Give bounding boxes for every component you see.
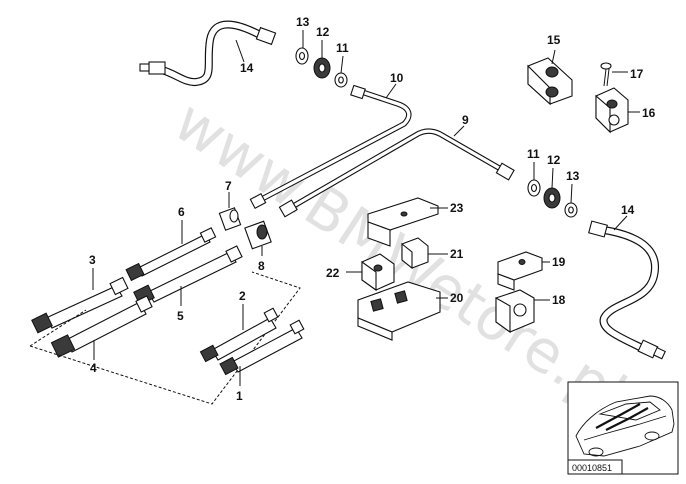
part-22-grommet: [361, 253, 395, 292]
part-13-washer-right: [564, 202, 578, 218]
part-20-holder: [357, 281, 441, 341]
part-9-pipe: [278, 128, 515, 218]
callout-19: 19: [552, 255, 566, 269]
callout-11-right: 11: [527, 147, 540, 161]
callout-10: 10: [390, 71, 404, 85]
part-7-nipple: [218, 207, 242, 231]
callout-8: 8: [258, 259, 265, 273]
part-11-washer-top: [334, 72, 348, 88]
part-2-connector-line: [199, 307, 279, 363]
part-1-connector-line: [219, 319, 305, 376]
part-14-hose-right: [588, 220, 666, 360]
part-5-connector-line: [133, 245, 243, 306]
callout-14-right: 14: [621, 203, 635, 217]
part-17-screw: [600, 62, 612, 87]
thumbnail-id: 00010851: [572, 463, 612, 473]
part-14-hose-top: [139, 20, 277, 87]
callout-18: 18: [552, 293, 566, 307]
part-6-connector-line: [125, 227, 217, 282]
callout-21: 21: [450, 247, 464, 261]
group-frame: [29, 271, 301, 405]
callout-13-top: 13: [296, 15, 310, 29]
callout-7: 7: [225, 179, 232, 193]
callout-11-top: 11: [336, 41, 349, 55]
part-15-clip: [527, 57, 573, 106]
callout-16: 16: [642, 106, 656, 120]
part-12-nut-top: [313, 57, 331, 79]
callout-12-top: 12: [316, 25, 330, 39]
callout-9: 9: [462, 113, 469, 127]
part-10-pipe: [249, 84, 412, 209]
callout-23: 23: [450, 201, 464, 215]
part-4-connector-line: [50, 295, 153, 358]
part-21-grommet: [401, 237, 429, 270]
callout-6: 6: [178, 205, 185, 219]
callout-2: 2: [239, 289, 246, 303]
part-3-connector-line: [31, 276, 129, 334]
brake-line-highlight: [595, 403, 649, 431]
part-18-clamp: [495, 289, 535, 334]
callout-14-top: 14: [240, 61, 254, 75]
callouts: 14 13 12 11 10 9 11 12 13 14 15 17 16 23…: [89, 15, 656, 403]
callout-1: 1: [236, 389, 243, 403]
part-11-washer-right: [527, 179, 541, 197]
callout-13-right: 13: [566, 169, 580, 183]
callout-12-right: 12: [547, 153, 561, 167]
part-12-nut-right: [543, 187, 561, 209]
leader-lines: [92, 30, 640, 386]
callout-3: 3: [89, 253, 96, 267]
part-16-bracket: [595, 87, 629, 134]
callout-4: 4: [90, 361, 97, 375]
vehicle-thumbnail: 00010851: [567, 381, 679, 475]
callout-5: 5: [177, 309, 184, 323]
part-8-nipple: [244, 220, 272, 250]
callout-15: 15: [547, 33, 561, 47]
part-13-washer-top: [295, 47, 309, 65]
callout-20: 20: [450, 291, 464, 305]
part-23-bracket: [367, 197, 439, 247]
callout-22: 22: [326, 266, 340, 280]
part-19-bracket: [497, 251, 543, 291]
callout-17: 17: [630, 67, 644, 81]
